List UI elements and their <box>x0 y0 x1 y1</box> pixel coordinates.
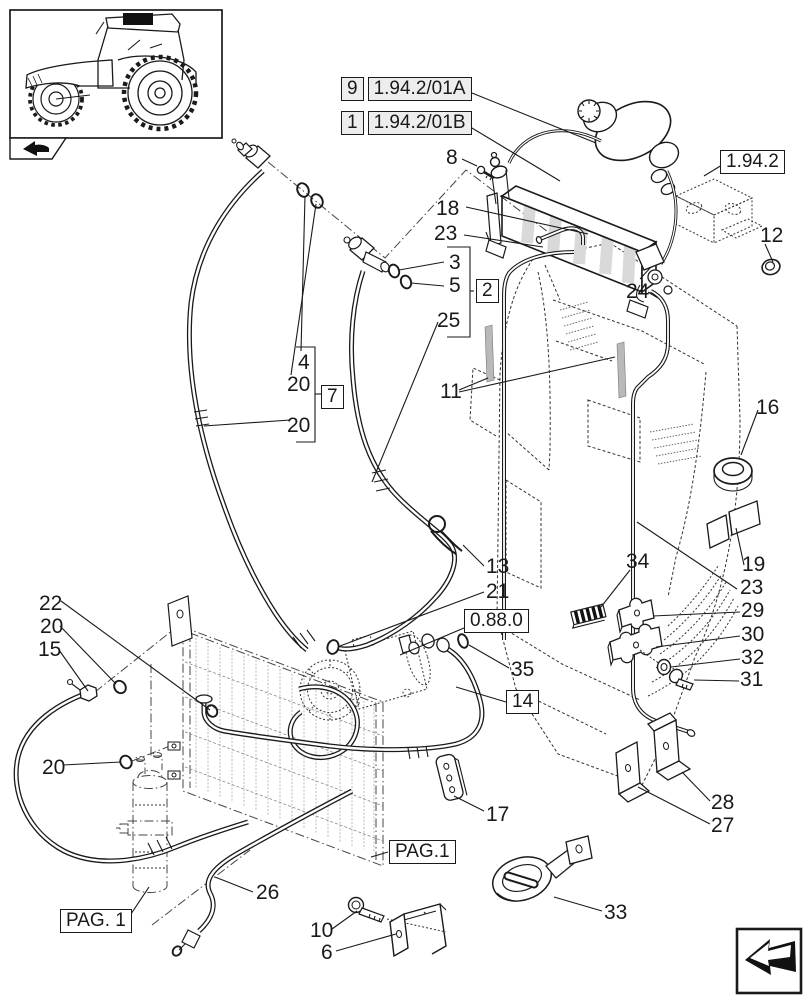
callout-19: 19 <box>742 553 766 576</box>
callout-10: 10 <box>310 919 334 942</box>
next-arrow-icon[interactable] <box>737 929 801 993</box>
callout-23-top: 23 <box>434 222 458 245</box>
callout-16: 16 <box>756 396 780 419</box>
callout-4: 4 <box>298 351 310 374</box>
callout-20-b: 20 <box>287 414 311 437</box>
callout-13: 13 <box>486 555 510 578</box>
ref-code: 1.94.2/01B <box>367 111 472 135</box>
callout-31: 31 <box>740 668 764 691</box>
tractor-thumbnail[interactable] <box>10 10 222 138</box>
heater-unit-hidden <box>674 178 764 244</box>
ref-link-0880[interactable]: 0.88.0 <box>464 609 529 633</box>
callout-6: 6 <box>321 941 333 964</box>
callout-21: 21 <box>486 580 510 603</box>
ref-code: 1.94.2/01A <box>367 77 472 101</box>
ref-item-number: 1 <box>341 111 364 135</box>
small-parts <box>347 258 781 958</box>
page-ref-drier[interactable]: PAG. 1 <box>60 909 132 933</box>
callout-34: 34 <box>626 550 650 573</box>
callout-23-right: 23 <box>740 576 764 599</box>
ref-item-number: 9 <box>341 77 364 101</box>
condenser <box>167 595 384 867</box>
callout-22: 22 <box>39 592 63 615</box>
callout-12: 12 <box>760 224 784 247</box>
ref-link-1942[interactable]: 1.94.2 <box>720 150 785 174</box>
cab-frame-outline <box>469 242 741 786</box>
callout-25: 25 <box>437 309 461 332</box>
callout-30: 30 <box>741 623 765 646</box>
construction-lines <box>94 161 549 926</box>
callout-8: 8 <box>446 146 458 169</box>
callout-24: 24 <box>626 280 650 303</box>
callout-32: 32 <box>741 646 765 669</box>
leader-lines <box>58 88 774 952</box>
group-ref-7[interactable]: 7 <box>321 385 344 409</box>
callout-5: 5 <box>449 274 461 297</box>
callout-26: 26 <box>256 881 280 904</box>
callout-20-a: 20 <box>287 373 311 396</box>
drain-strips <box>484 324 627 399</box>
callout-15: 15 <box>38 638 62 661</box>
back-arrow-icon[interactable] <box>10 138 66 159</box>
callout-29: 29 <box>741 599 765 622</box>
page-ref-condenser[interactable]: PAG.1 <box>389 840 456 864</box>
callout-35: 35 <box>511 658 535 681</box>
receiver-drier <box>116 752 173 893</box>
callout-18: 18 <box>436 197 460 220</box>
callout-27: 27 <box>711 814 735 837</box>
callout-11: 11 <box>440 380 462 403</box>
ref-link-1942-01b[interactable]: 1 1.94.2/01B <box>341 111 472 135</box>
callout-33: 33 <box>604 901 628 924</box>
ref-link-1942-01a[interactable]: 9 1.94.2/01A <box>341 77 472 101</box>
group-ref-2[interactable]: 2 <box>476 279 499 303</box>
callout-28: 28 <box>711 791 735 814</box>
group-ref-14[interactable]: 14 <box>506 690 540 714</box>
callout-3: 3 <box>449 251 461 274</box>
tractor-thumbnail-art <box>9 9 223 160</box>
callout-20-c: 20 <box>40 615 64 638</box>
callout-20-d: 20 <box>42 756 66 779</box>
evaporator-assembly <box>476 99 696 737</box>
refrigerant-hoses <box>16 138 482 957</box>
callout-17: 17 <box>486 803 510 826</box>
next-arrow-art <box>735 927 803 995</box>
